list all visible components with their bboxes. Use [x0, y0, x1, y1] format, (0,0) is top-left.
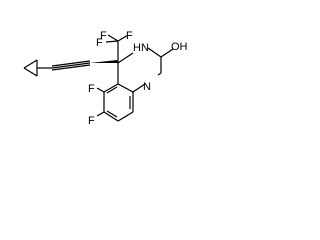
nitrogen-label-lower: N	[143, 81, 151, 93]
carbonyl-bond	[160, 48, 174, 58]
molecule-canvas: F F F HN OH N F F	[0, 0, 226, 159]
alkyne-triple-bond	[37, 60, 91, 71]
fluorine-label-ring-lower: F	[88, 115, 95, 127]
trifluoromethyl-group	[105, 34, 129, 63]
fluorine-label-cf3-top-right: F	[126, 30, 133, 42]
stereo-wedge-bond	[90, 60, 118, 63]
fluorine-label-cf3-top-left: F	[100, 30, 107, 42]
ring-fluorine-bonds	[96, 87, 105, 117]
molecule-structure: F F F HN OH N F F	[23, 30, 188, 127]
amine-label-hn: HN	[133, 42, 149, 54]
heterocycle-ring	[117, 47, 162, 93]
cyclopropyl-ring	[23, 59, 38, 77]
hydroxyl-label: OH	[171, 41, 188, 53]
benzene-ring	[103, 83, 134, 122]
fluorine-label-cf3-left: F	[96, 37, 103, 49]
fluorine-label-ring-upper: F	[88, 83, 95, 95]
